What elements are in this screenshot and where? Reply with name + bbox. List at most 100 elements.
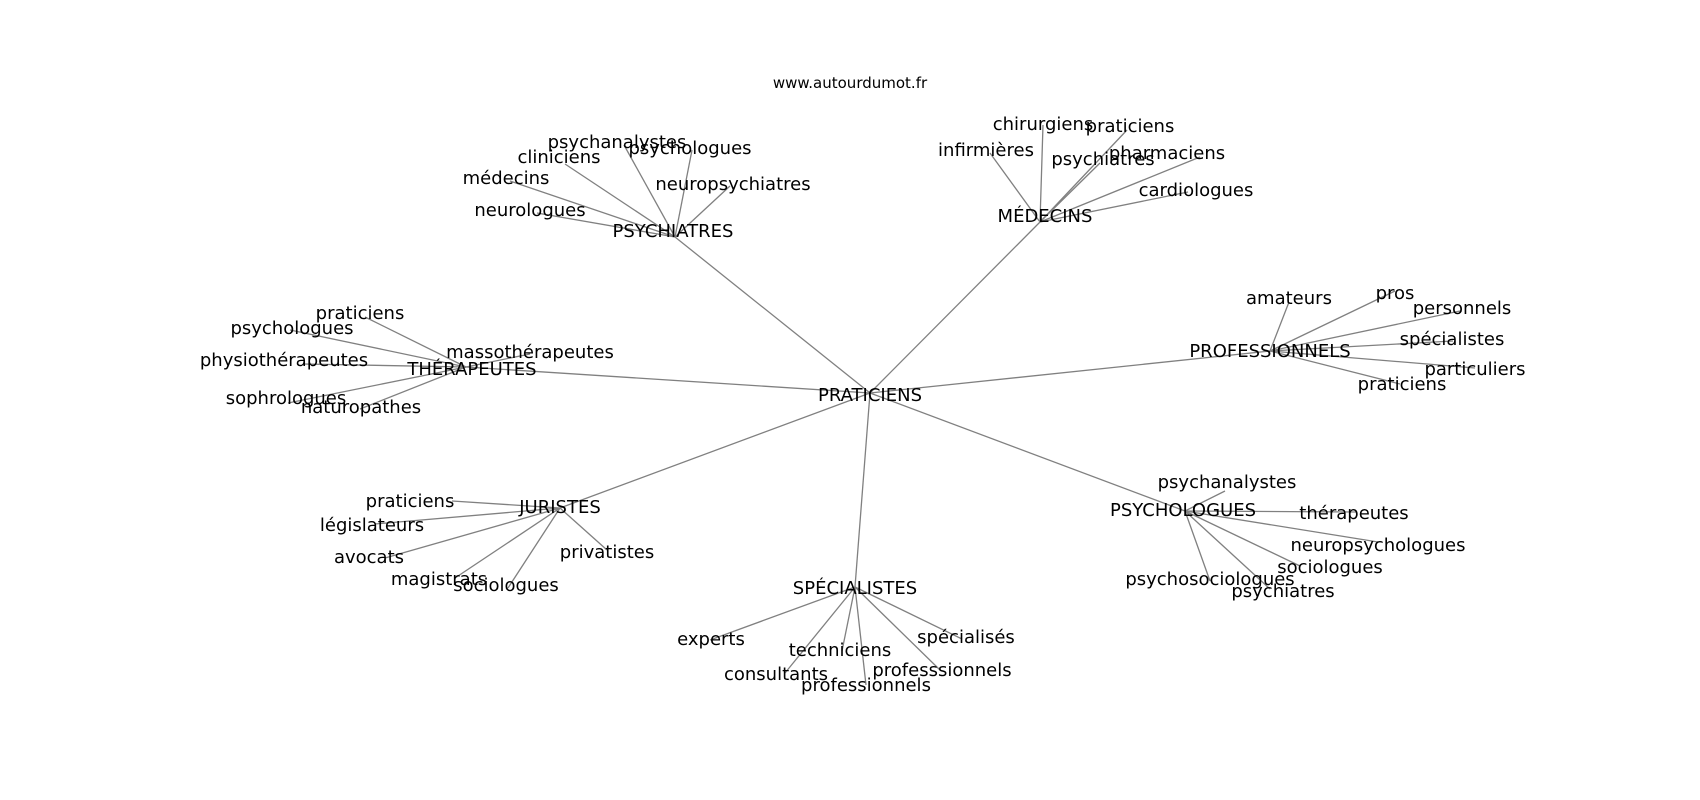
leaf-node-label: praticiens <box>1086 116 1175 137</box>
leaf-node-label: psychologues <box>230 318 353 339</box>
edge-hub-to-leaf <box>1269 290 1396 352</box>
leaf-node-label: consultants <box>724 664 828 685</box>
edge-hub-to-leaf <box>1039 191 1189 223</box>
edge-hub-to-leaf <box>287 366 467 404</box>
edge-hub-to-leaf <box>302 363 467 368</box>
edge-hub-to-leaf <box>1269 350 1401 385</box>
leaf-node-label: neurologues <box>474 200 585 221</box>
leaf-node-label: naturopathes <box>301 397 421 418</box>
edge-center-to-hub <box>674 236 871 394</box>
edge-hub-to-leaf <box>1269 310 1461 352</box>
edge-hub-to-leaf <box>1269 340 1454 352</box>
edge-hub-to-leaf <box>465 353 531 368</box>
hub-node-label: THÉRAPEUTES <box>406 358 536 380</box>
edge-center-to-hub <box>869 350 1271 394</box>
leaf-node-label: spécialistes <box>1400 329 1505 350</box>
edge-hub-to-leaf <box>854 586 963 640</box>
edge-hub-to-leaf <box>1184 510 1271 590</box>
hub-node-label: PROFESSIONNELS <box>1189 341 1350 362</box>
leaf-node-label: sophrologues <box>226 388 347 409</box>
leaf-node-label: privatistes <box>560 542 654 563</box>
leaf-node-label: psychologues <box>628 138 751 159</box>
leaf-node-label: médecins <box>463 168 550 189</box>
leaf-node-label: cliniciens <box>517 147 600 168</box>
edge-hub-to-leaf <box>454 507 561 579</box>
edge-hub-to-leaf <box>854 586 867 686</box>
leaf-node-label: experts <box>677 629 745 650</box>
hub-node-label: SPÉCIALISTES <box>793 577 917 599</box>
leaf-node-label: psychosociologues <box>1125 569 1294 590</box>
leaf-node-label: magistrats <box>391 569 487 590</box>
edge-hub-to-leaf <box>784 586 856 674</box>
leaf-node-label: professionnels <box>801 675 931 696</box>
edge-hub-to-leaf <box>1039 124 1044 223</box>
edge-hub-to-leaf <box>709 586 856 641</box>
leaf-node-label: neuropsychologues <box>1291 535 1466 556</box>
edge-hub-to-leaf <box>1184 490 1226 512</box>
leaf-node-label: chirurgiens <box>993 114 1094 135</box>
leaf-node-label: pros <box>1376 283 1415 304</box>
edge-hub-to-leaf <box>1269 350 1476 369</box>
edge-hub-to-leaf <box>359 366 467 410</box>
leaf-node-label: amateurs <box>1246 288 1332 309</box>
leaf-node-label: thérapeutes <box>1299 503 1408 524</box>
edge-hub-to-leaf <box>1039 156 1201 223</box>
leaf-node-label: praticiens <box>366 491 455 512</box>
edge-hub-to-leaf <box>1039 129 1128 223</box>
hub-node-label: MÉDECINS <box>998 205 1093 227</box>
edge-center-to-hub <box>869 221 1041 394</box>
edge-hub-to-leaf <box>507 507 561 589</box>
leaf-node-label: avocats <box>334 547 404 568</box>
leaf-node-label: physiothérapeutes <box>200 350 368 371</box>
leaf-node-label: législateurs <box>320 515 424 536</box>
leaf-node-label: psychiatres <box>1051 149 1154 170</box>
leaf-node-label: personnels <box>1413 298 1512 319</box>
hub-node-label: PSYCHOLOGUES <box>1110 500 1256 521</box>
graph-edges <box>287 124 1476 686</box>
leaf-node-label: spécialisés <box>917 627 1015 648</box>
edge-hub-to-leaf <box>451 500 561 509</box>
leaf-node-label: praticiens <box>1358 374 1447 395</box>
leaf-node-label: psychanalystes <box>548 132 687 153</box>
edge-hub-to-leaf <box>623 144 676 238</box>
edge-hub-to-leaf <box>559 507 608 551</box>
edge-center-to-hub <box>854 392 871 588</box>
edge-hub-to-leaf <box>854 586 941 671</box>
edge-hub-to-leaf <box>674 185 731 238</box>
center-node-label: PRATICIENS <box>818 385 922 406</box>
leaf-node-label: infirmières <box>938 140 1034 161</box>
edge-hub-to-leaf <box>536 212 676 238</box>
edge-hub-to-leaf <box>841 586 856 652</box>
leaf-node-label: praticiens <box>316 303 405 324</box>
edge-center-to-hub <box>559 392 871 509</box>
leaf-node-label: psychanalystes <box>1158 472 1297 493</box>
leaf-node-label: neuropsychiatres <box>655 174 810 195</box>
leaf-node-label: sociologues <box>1277 557 1383 578</box>
edge-hub-to-leaf <box>1184 510 1379 543</box>
edge-hub-to-leaf <box>1184 510 1357 513</box>
hub-node-label: JURISTES <box>518 497 601 518</box>
leaf-node-label: professsionnels <box>872 660 1011 681</box>
edge-hub-to-leaf <box>674 149 693 238</box>
source-url: www.autourdumot.fr <box>773 74 928 92</box>
leaf-node-label: pharmaciens <box>1109 143 1225 164</box>
leaf-node-label: sociologues <box>453 575 559 596</box>
edge-hub-to-leaf <box>364 316 467 368</box>
edge-hub-to-leaf <box>509 180 676 238</box>
leaf-node-label: techniciens <box>789 640 892 661</box>
edge-hub-to-leaf <box>374 507 561 525</box>
edge-hub-to-leaf <box>1039 162 1101 223</box>
hub-node-label: PSYCHIATRES <box>613 221 734 242</box>
leaf-node-label: particuliers <box>1424 359 1525 380</box>
edge-hub-to-leaf <box>564 163 676 238</box>
edge-hub-to-leaf <box>384 507 561 559</box>
graph-nodes: PSYCHIATRESpsychanalystespsychologuescli… <box>200 114 1526 696</box>
leaf-node-label: massothérapeutes <box>446 342 614 363</box>
edge-hub-to-leaf <box>1269 301 1290 352</box>
leaf-node-label: cardiologues <box>1139 180 1254 201</box>
edge-hub-to-leaf <box>989 152 1041 223</box>
edge-hub-to-leaf <box>289 329 467 368</box>
edge-center-to-hub <box>465 366 871 394</box>
edge-hub-to-leaf <box>1184 510 1301 567</box>
